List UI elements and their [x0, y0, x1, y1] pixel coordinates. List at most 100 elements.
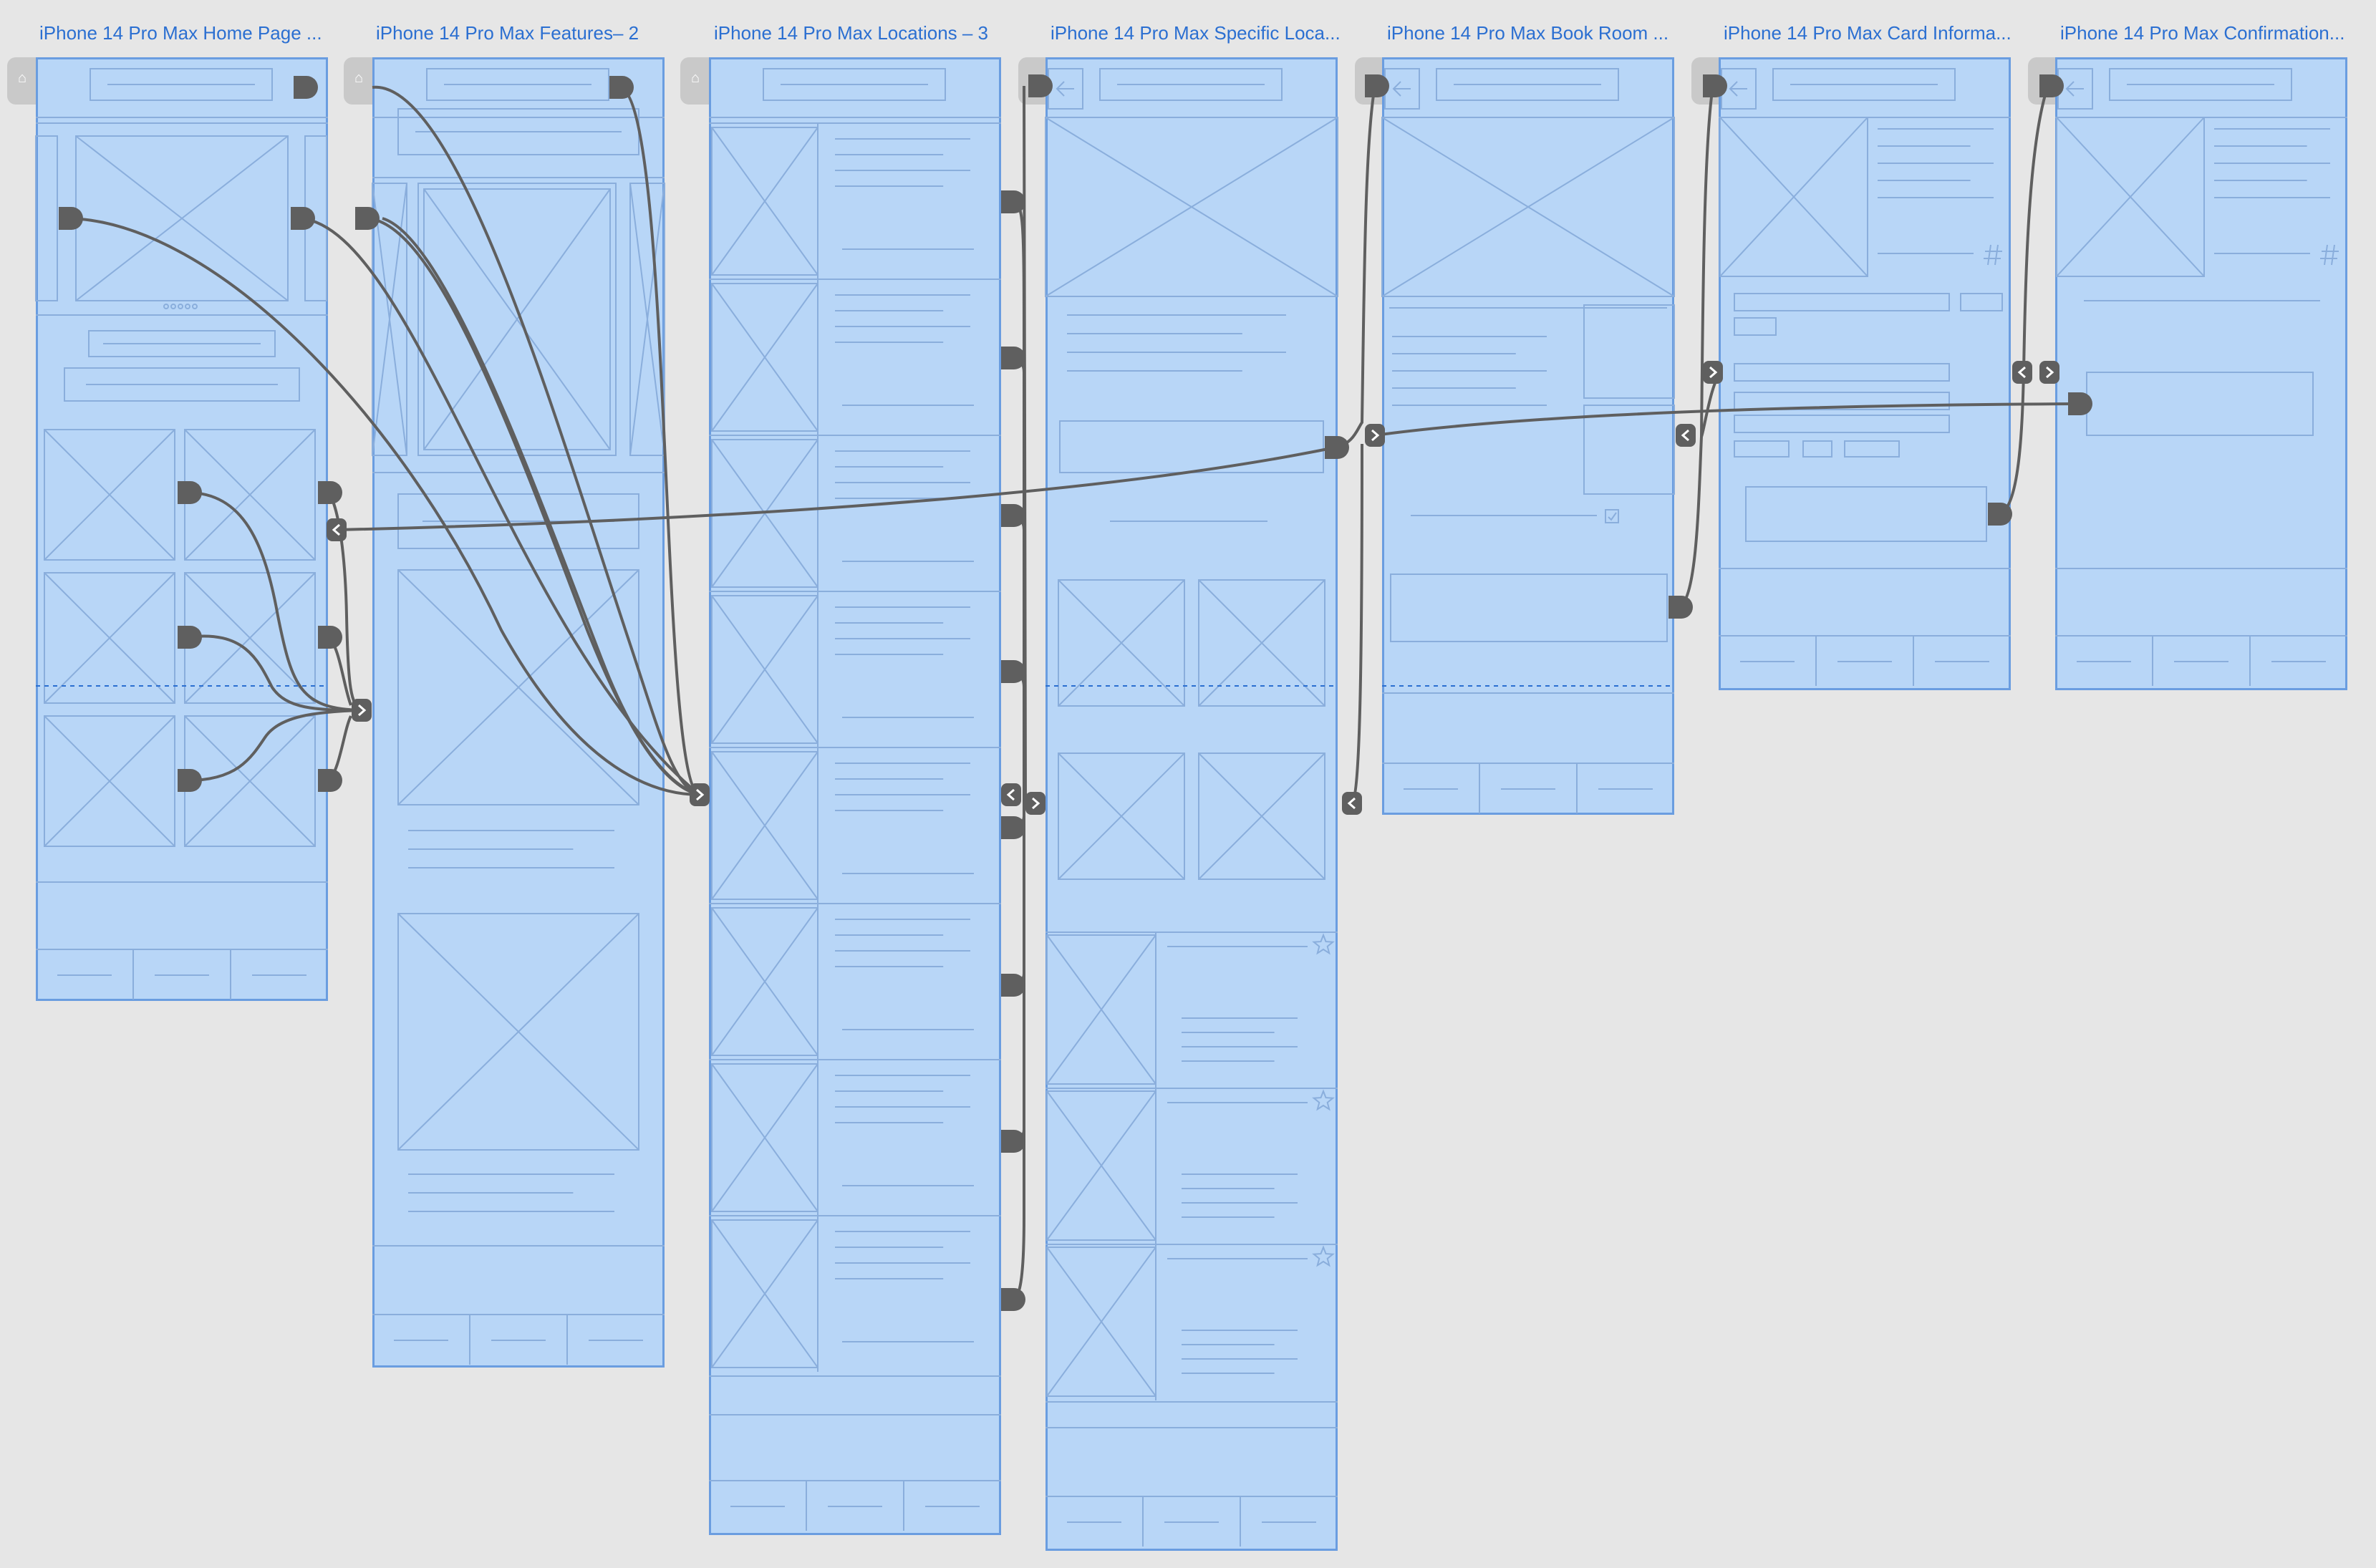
- connector-start-icon[interactable]: [1001, 190, 1025, 213]
- screen-title-book-room[interactable]: iPhone 14 Pro Max Book Room ...: [1387, 22, 1669, 44]
- connector-start-icon[interactable]: [318, 481, 342, 504]
- chevron-right-icon[interactable]: [1025, 792, 1045, 815]
- connector-node-bg: [1365, 424, 1385, 447]
- chevron-left-icon[interactable]: [1001, 783, 1021, 806]
- connector-start-shape: [1001, 1288, 1025, 1311]
- connector-start-icon[interactable]: [1028, 74, 1053, 97]
- connector-start-shape: [1365, 74, 1389, 97]
- connector-start-shape: [609, 76, 634, 99]
- connector-node-arrow: [1681, 429, 1689, 442]
- frame-home[interactable]: [36, 57, 328, 1001]
- screen-title-locations[interactable]: iPhone 14 Pro Max Locations – 3: [714, 22, 989, 44]
- connector-node-arrow: [1032, 797, 1040, 810]
- connector-start-shape: [2039, 74, 2064, 97]
- connector-start-shape: [318, 769, 342, 792]
- locations-screen-handle[interactable]: ⌂: [680, 57, 710, 105]
- frame-features[interactable]: [372, 57, 665, 1368]
- connector-start-icon[interactable]: [1668, 596, 1693, 619]
- connector-start-icon[interactable]: [178, 626, 202, 649]
- connector-start-icon[interactable]: [1001, 974, 1025, 997]
- frame-confirmation[interactable]: [2055, 57, 2347, 690]
- connector-start-shape: [318, 626, 342, 649]
- connector-start-icon[interactable]: [609, 76, 634, 99]
- connector-start-icon[interactable]: [1001, 1130, 1025, 1153]
- connector-node-arrow: [332, 523, 340, 536]
- connector-start-shape: [1001, 347, 1025, 369]
- connector-start-shape: [178, 769, 202, 792]
- connector-start-icon[interactable]: [291, 207, 315, 230]
- connector-start-icon[interactable]: [2068, 392, 2092, 415]
- connector-node-arrow: [1371, 429, 1380, 442]
- screen-title-confirmation[interactable]: iPhone 14 Pro Max Confirmation...: [2060, 22, 2345, 44]
- home-screen-handle[interactable]: ⌂: [7, 57, 37, 105]
- chevron-right-icon[interactable]: [1365, 424, 1385, 447]
- prototype-link: [1678, 85, 1714, 609]
- connector-start-icon[interactable]: [1001, 504, 1025, 527]
- features-screen-handle[interactable]: ⌂: [344, 57, 374, 105]
- chevron-left-icon[interactable]: [1676, 424, 1696, 447]
- connector-node-bg: [2039, 361, 2059, 384]
- chevron-right-icon[interactable]: [352, 699, 372, 722]
- frame-book-room[interactable]: [1382, 57, 1674, 815]
- connector-node-arrow: [1347, 797, 1356, 810]
- screen-title-specific-location[interactable]: iPhone 14 Pro Max Specific Loca...: [1051, 22, 1341, 44]
- connector-start-icon[interactable]: [1988, 503, 2012, 526]
- connector-start-icon[interactable]: [178, 481, 202, 504]
- home-icon: ⌂: [17, 70, 27, 86]
- connector-start-shape: [1001, 660, 1025, 683]
- connector-start-shape: [2068, 392, 2092, 415]
- chevron-left-icon[interactable]: [2012, 361, 2032, 384]
- connector-start-icon[interactable]: [1001, 816, 1025, 839]
- connector-start-shape: [178, 626, 202, 649]
- connector-node-bg: [1703, 361, 1723, 384]
- home-icon: ⌂: [690, 70, 700, 86]
- connector-start-icon[interactable]: [1365, 74, 1389, 97]
- screen-title-features[interactable]: iPhone 14 Pro Max Features– 2: [376, 22, 639, 44]
- connector-start-shape: [1325, 436, 1349, 459]
- connector-start-shape: [1001, 190, 1025, 213]
- screen-title-home[interactable]: iPhone 14 Pro Max Home Page ...: [39, 22, 322, 44]
- prototype-link: [1351, 443, 1363, 805]
- connector-node-arrow: [1006, 788, 1015, 801]
- connector-node-bg: [1001, 783, 1021, 806]
- chevron-left-icon[interactable]: [327, 518, 347, 541]
- connector-node-arrow: [696, 788, 705, 801]
- connector-start-shape: [1703, 74, 1727, 97]
- connector-node-arrow: [1709, 366, 1718, 379]
- connector-start-icon[interactable]: [294, 76, 318, 99]
- connector-node-bg: [690, 783, 710, 806]
- prototype-link: [1023, 85, 1027, 803]
- connector-node-bg: [1676, 424, 1696, 447]
- connector-start-icon[interactable]: [1001, 660, 1025, 683]
- connector-start-icon[interactable]: [178, 769, 202, 792]
- connector-start-icon[interactable]: [318, 769, 342, 792]
- connector-start-icon[interactable]: [355, 207, 380, 230]
- chevron-right-icon[interactable]: [690, 783, 710, 806]
- connector-start-shape: [355, 207, 380, 230]
- prototype-link: [1334, 85, 1376, 449]
- connector-start-shape: [1988, 503, 2012, 526]
- frame-specific-location[interactable]: [1045, 57, 1338, 1551]
- connector-start-shape: [1028, 74, 1053, 97]
- connector-start-icon[interactable]: [1001, 1288, 1025, 1311]
- chevron-right-icon[interactable]: [1703, 361, 1723, 384]
- connector-start-shape: [291, 207, 315, 230]
- chevron-left-icon[interactable]: [1342, 792, 1362, 815]
- connector-node-bg: [1025, 792, 1045, 815]
- connector-start-icon[interactable]: [318, 626, 342, 649]
- connector-start-icon[interactable]: [2039, 74, 2064, 97]
- connector-start-icon[interactable]: [1001, 347, 1025, 369]
- connector-start-icon[interactable]: [59, 207, 83, 230]
- connector-start-shape: [178, 481, 202, 504]
- frame-card-information[interactable]: [1719, 57, 2011, 690]
- connector-start-icon[interactable]: [1325, 436, 1349, 459]
- screen-title-card-information[interactable]: iPhone 14 Pro Max Card Informa...: [1724, 22, 2012, 44]
- connector-node-arrow: [2046, 366, 2054, 379]
- connector-start-icon[interactable]: [1703, 74, 1727, 97]
- connector-start-shape: [1001, 1130, 1025, 1153]
- connector-node-bg: [352, 699, 372, 722]
- frame-locations[interactable]: [709, 57, 1001, 1535]
- connector-node-arrow: [2017, 366, 2026, 379]
- connector-node-bg: [1342, 792, 1362, 815]
- chevron-right-icon[interactable]: [2039, 361, 2059, 384]
